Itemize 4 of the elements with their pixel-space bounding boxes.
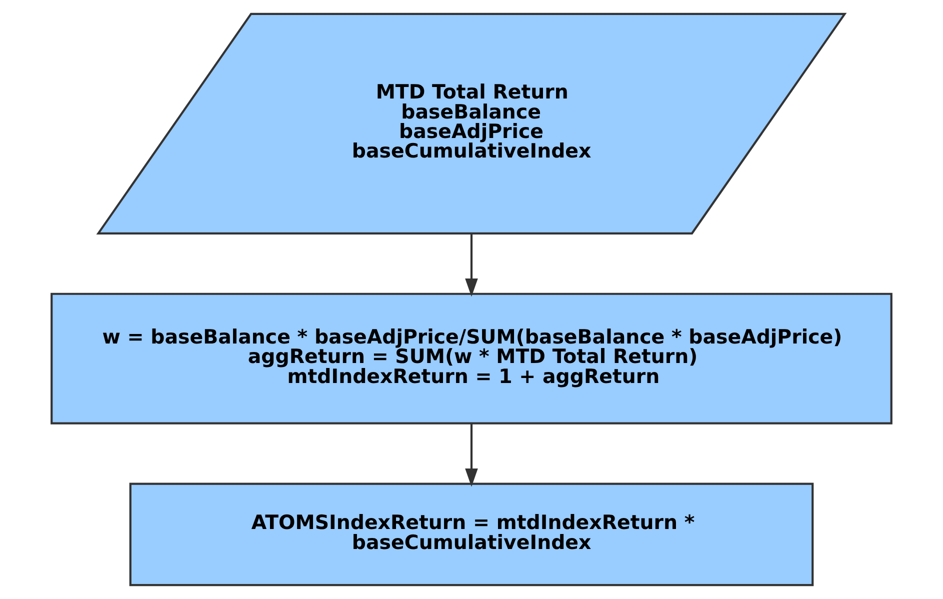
node-box: w = baseBalance * baseAdjPrice/SUM(baseBalance * baseAdjPrice) aggReturn = SUM(w * MTD Total Return) mtdIndexReturn = 1 + aggReturn xyxy=(50,292,892,424)
arrow xyxy=(465,234,478,297)
arrow xyxy=(465,423,478,487)
node-box: ATOMSIndexReturn = mtdIndexReturn * baseCumulativeIndex xyxy=(129,482,814,586)
